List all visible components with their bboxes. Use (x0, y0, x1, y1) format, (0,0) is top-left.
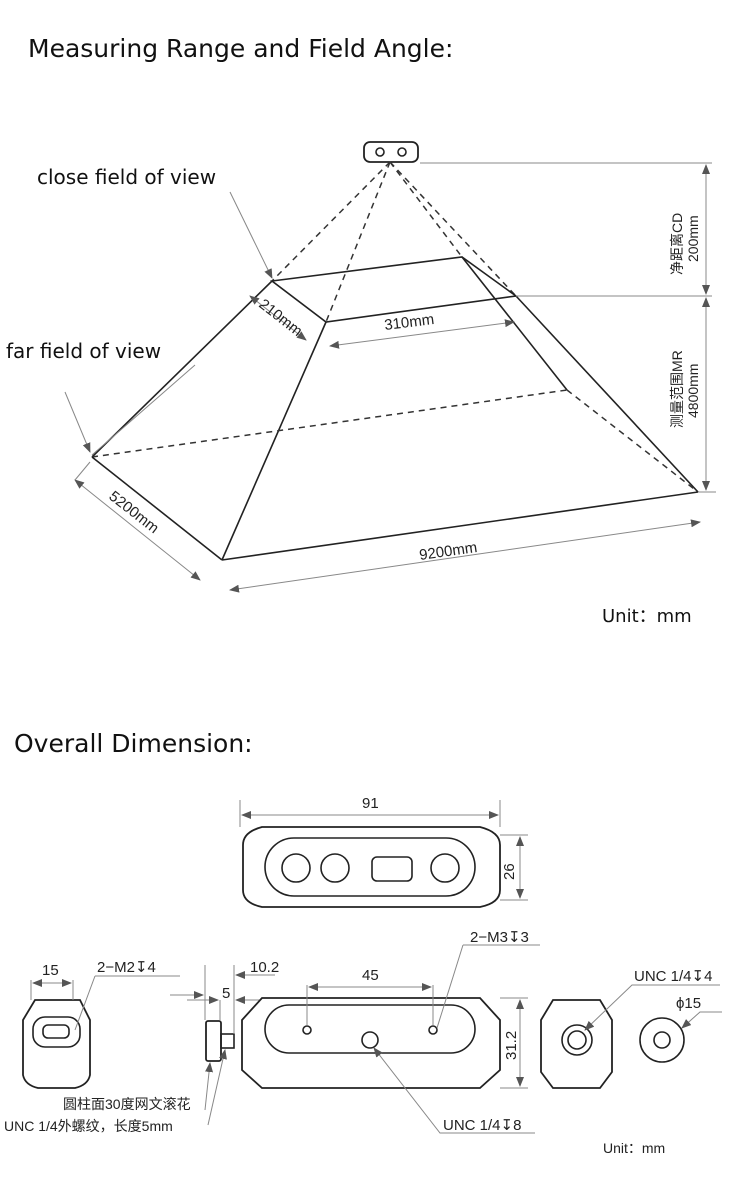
far-fov-label: far field of view (6, 339, 161, 363)
d5-dim: 5 (222, 985, 230, 1002)
top-view (242, 826, 501, 908)
section-title-dimension: Overall Dimension: (14, 729, 253, 758)
length-dim: 91 (362, 795, 379, 812)
washer (639, 1017, 685, 1063)
front-view (241, 997, 501, 1089)
height-top-dim: 26 (501, 863, 518, 880)
d45-dim: 45 (362, 967, 379, 984)
far-depth-dim: 5200mm (106, 488, 162, 537)
knob (205, 1020, 235, 1062)
m3-label: 2−M3↧3 (470, 929, 529, 946)
thread-note: UNC 1/4外螺纹，长度5mm (4, 1118, 173, 1134)
knurl-note: 圆柱面30度网文滚花 (63, 1096, 191, 1112)
cd-value: 200mm (685, 215, 701, 262)
phi15-label: ϕ15 (676, 995, 701, 1012)
side-width-dim: 15 (42, 962, 59, 979)
section-title-range: Measuring Range and Field Angle: (28, 34, 453, 63)
close-fov-label: close field of view (37, 165, 216, 189)
end-view-left (22, 999, 91, 1089)
far-width-dim: 9200mm (418, 539, 478, 564)
unit-label-1: Unit：mm (602, 606, 692, 627)
unc4-label: UNC 1/4↧4 (634, 968, 712, 985)
unc8-label: UNC 1/4↧8 (443, 1117, 521, 1134)
unit-label-2: Unit：mm (603, 1140, 665, 1156)
close-depth-dim: 210mm (256, 296, 306, 340)
field-pyramid (91, 161, 699, 561)
camera-icon (363, 141, 419, 163)
mr-value: 4800mm (685, 364, 701, 418)
d312-dim: 31.2 (503, 1031, 520, 1060)
end-view-right (540, 999, 613, 1089)
m2-label: 2−M2↧4 (97, 959, 156, 976)
d102-dim: 10.2 (250, 959, 279, 976)
cd-label: 净距离CD (669, 213, 685, 275)
mr-label: 测量范围MR (669, 350, 685, 428)
close-width-dim: 310mm (383, 311, 435, 334)
